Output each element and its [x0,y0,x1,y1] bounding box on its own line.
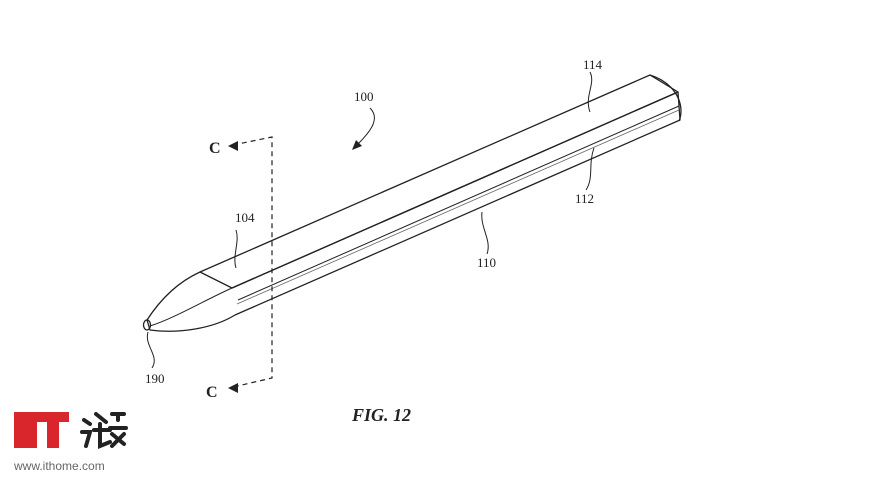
stylus-ridge-line-2 [236,109,680,305]
section-arrows [228,141,238,393]
section-marker-bottom: C [206,384,218,401]
section-marker-top: C [209,140,221,157]
leader-100-arrowhead-icon [352,140,362,150]
stylus-ridge-line [237,105,680,301]
stylus-end-cap [649,74,682,122]
label-tip-section: 104 [235,210,255,225]
stylus [142,74,682,332]
label-nib: 190 [145,371,165,386]
label-body: 110 [477,255,496,270]
section-arrow-top-icon [228,141,238,151]
section-line [232,136,273,388]
section-arrow-bottom-icon [228,383,238,393]
leader-110 [481,211,489,255]
leader-190 [146,331,155,369]
label-assembly: 100 [354,89,374,104]
leader-lines [146,71,595,369]
stylus-nib [142,319,152,331]
label-top-edge: 114 [583,57,603,72]
leader-112 [585,147,595,191]
stylus-side-face [231,91,681,316]
ithome-logo [14,412,128,449]
stylus-tip-cone [146,271,236,332]
figure-caption: FIG. 12 [351,405,411,425]
watermark-url: www.ithome.com [13,459,105,473]
stylus-tip-inner [149,287,233,327]
label-flat-face: 112 [575,191,594,206]
leader-114 [587,71,593,113]
leader-104 [234,229,238,269]
leader-100 [357,107,375,145]
